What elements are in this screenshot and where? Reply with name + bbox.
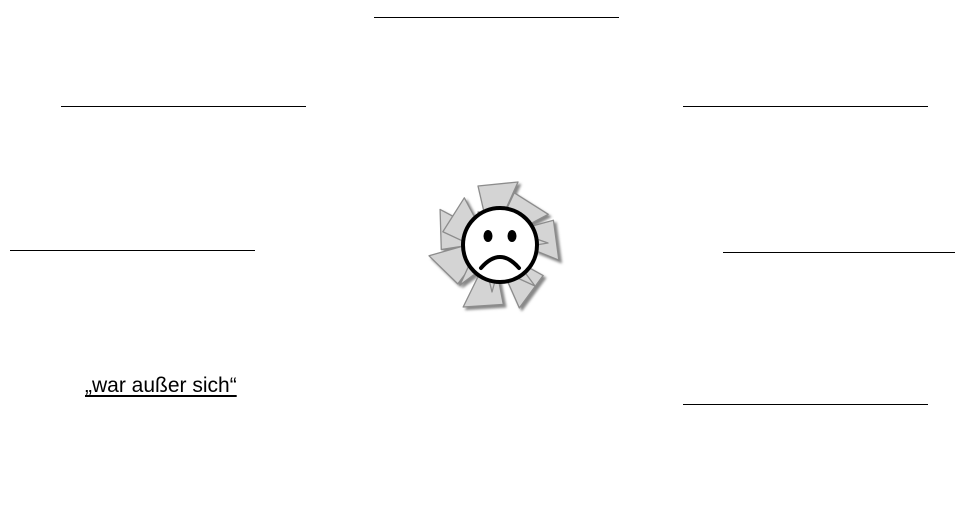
answer-blank-upper-left[interactable] bbox=[61, 106, 306, 107]
sad-face-icon bbox=[461, 206, 539, 284]
answer-blank-middle-right[interactable] bbox=[723, 252, 955, 253]
example-phrase: „war außer sich“ bbox=[85, 374, 237, 397]
answer-blank-middle-left[interactable] bbox=[10, 250, 255, 251]
answer-blank-top[interactable] bbox=[374, 17, 619, 18]
answer-blank-lower-right[interactable] bbox=[683, 404, 928, 405]
answer-blank-upper-right[interactable] bbox=[683, 106, 928, 107]
